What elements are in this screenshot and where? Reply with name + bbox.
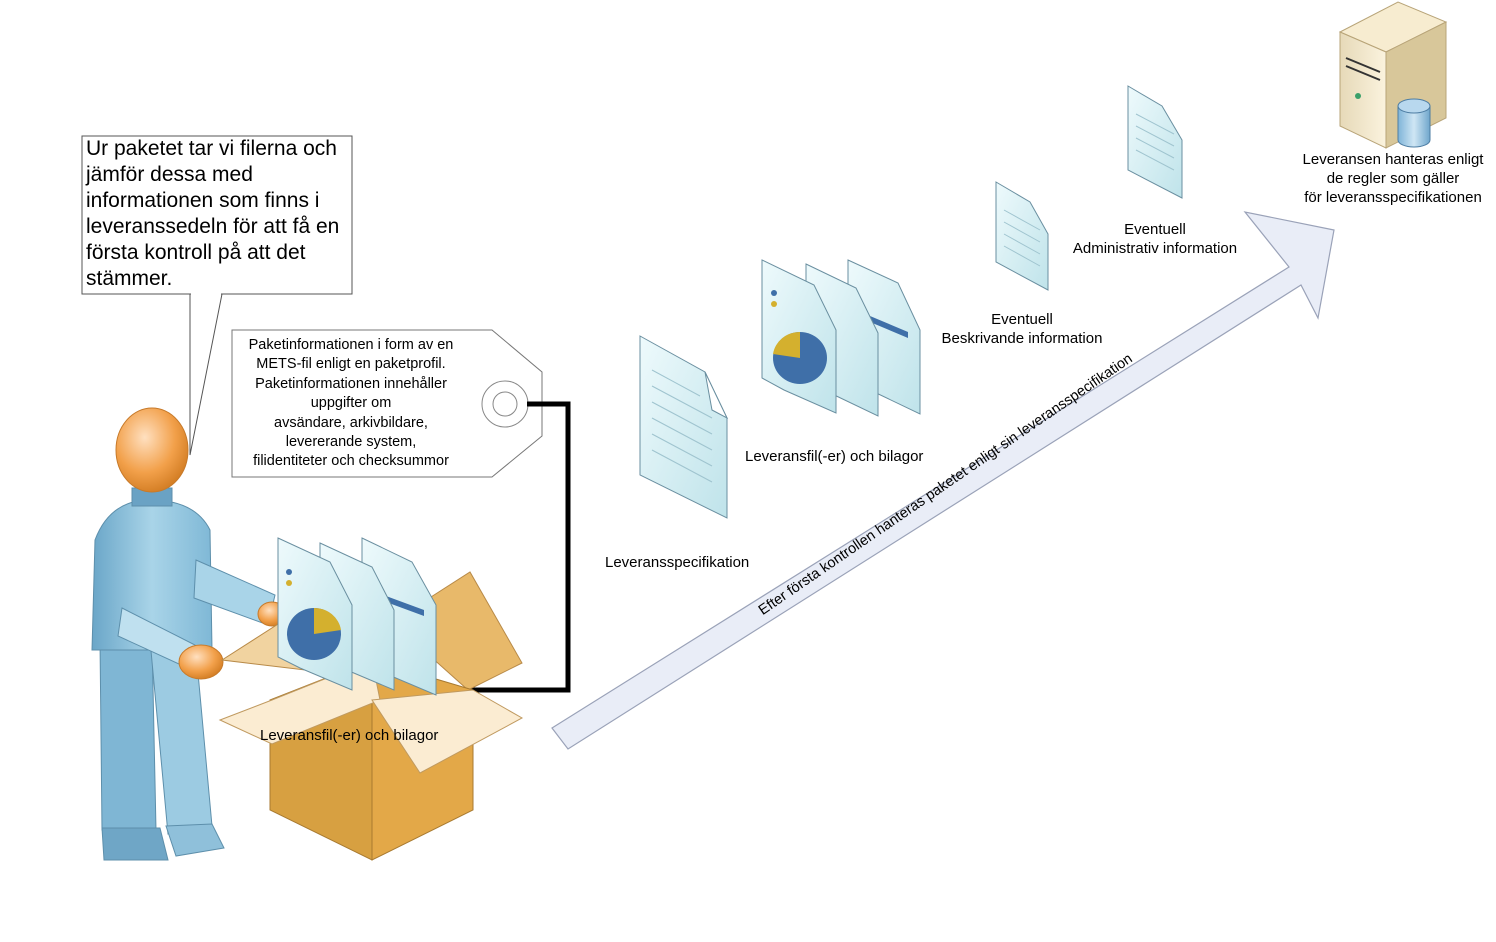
box-label: Leveransfil(-er) och bilagor: [260, 727, 439, 744]
descriptive-line1: Eventuell: [991, 311, 1053, 328]
person-head: [115, 407, 189, 493]
box-documents: [277, 537, 437, 696]
tag-line: filidentiteter och checksummor: [253, 453, 449, 470]
pie-chart-icon: [287, 607, 341, 660]
callout-line: första kontroll på att det: [86, 241, 306, 264]
files-label: Leveransfil(-er) och bilagor: [745, 448, 924, 465]
tag-line: uppgifter om: [310, 395, 392, 412]
server-line: de regler som gäller: [1326, 170, 1460, 187]
callout-line: leveranssedeln för att få en: [86, 215, 340, 238]
package-info-tag: [231, 329, 543, 478]
descriptive-line2: Beskrivande information: [941, 330, 1103, 347]
administrative-label: Eventuell Administrativ information: [1060, 220, 1250, 258]
delivery-files-documents: [761, 259, 921, 417]
server-line: för leveransspecifikationen: [1304, 189, 1482, 206]
connector-line: [468, 401, 571, 693]
tag-line: Paketinformationen i form av en: [248, 337, 454, 353]
administrative-line1: Eventuell: [1124, 221, 1186, 238]
bullet-icon: [771, 290, 777, 296]
tag-line: levererande system,: [285, 434, 417, 451]
tag-line: METS-fil enligt en paketprofil.: [256, 356, 446, 373]
pie-chart-icon: [773, 331, 827, 384]
callout-line: informationen som finns i: [86, 189, 320, 212]
delivery-spec-label: Leveransspecifikation: [605, 554, 750, 571]
person-figure: [91, 407, 287, 861]
administrative-info-document: [1127, 85, 1183, 199]
descriptive-label: Eventuell Beskrivande information: [932, 310, 1112, 348]
delivery-spec-document: [639, 335, 729, 519]
callout-text: Ur paketet tar vi filerna och jämför des…: [86, 136, 352, 292]
bullet-icon: [286, 569, 292, 575]
server-line: Leveransen hanteras enligt: [1302, 151, 1484, 168]
callout-bubble: [81, 135, 353, 456]
package-tag-text: Paketinformationen i form av en METS-fil…: [234, 336, 468, 472]
callout-line: Ur paketet tar vi filerna och: [86, 137, 337, 160]
administrative-line2: Administrativ information: [1072, 240, 1238, 257]
descriptive-info-document: [995, 181, 1049, 291]
tag-line: Paketinformationen innehåller: [255, 375, 447, 392]
tag-line: avsändare, arkivbildare,: [274, 414, 428, 431]
bullet-icon: [286, 580, 292, 586]
callout-line: jämför dessa med: [86, 163, 253, 186]
bullet-icon: [771, 301, 777, 307]
server-icon: [1338, 1, 1448, 149]
database-icon: [1397, 98, 1431, 148]
callout-line: stämmer.: [86, 267, 173, 290]
process-arrow: [551, 211, 1335, 750]
server-label: Leveransen hanteras enligt de regler som…: [1290, 150, 1496, 207]
